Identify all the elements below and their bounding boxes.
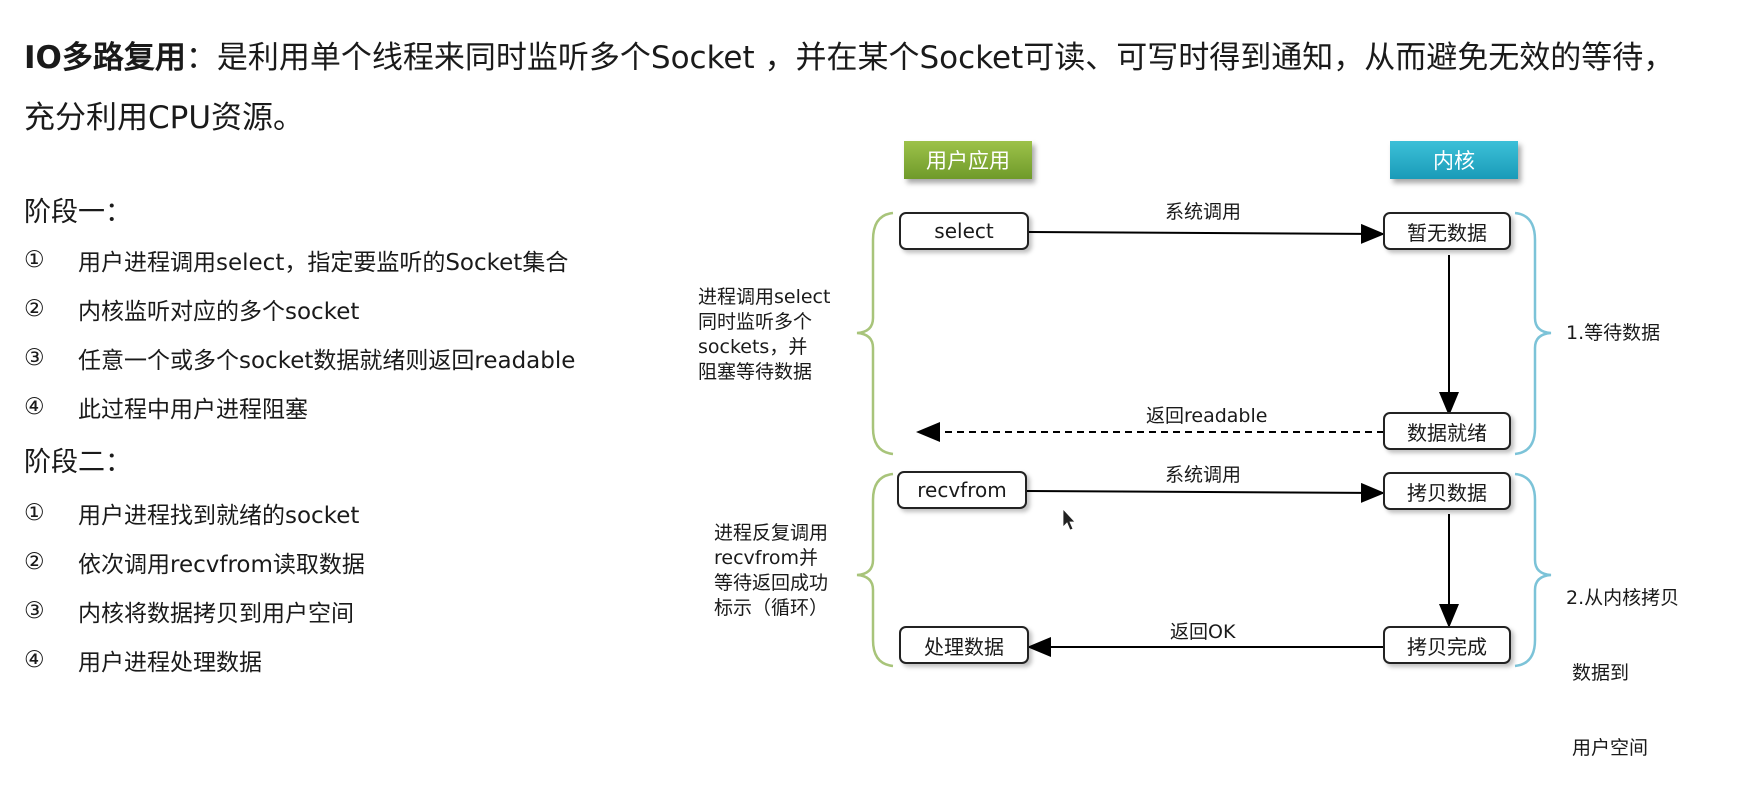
node-no-data: 暂无数据 [1383, 212, 1511, 250]
note-line: 等待返回成功 [714, 572, 829, 594]
right-note-phase1: 1.等待数据 [1566, 321, 1660, 346]
step-text: 此过程中用户进程阻塞 [78, 397, 308, 423]
intro-term: IO多路复用 [24, 40, 186, 76]
stage1-step-3: ③ 任意一个或多个socket数据就绪则返回readable [24, 341, 575, 375]
left-note-phase2: 进程反复调用 recvfrom并 等待返回成功 标示（循环） [714, 521, 828, 621]
note-line: recvfrom并 [714, 547, 818, 569]
node-select: select [899, 212, 1029, 250]
node-data-ready: 数据就绪 [1383, 412, 1511, 450]
stage2-step-2: ② 依次调用recvfrom读取数据 [24, 545, 365, 579]
step-text: 内核监听对应的多个socket [78, 299, 360, 325]
note-line: 1.等待数据 [1566, 322, 1661, 344]
stage2-title: 阶段二： [24, 447, 132, 478]
node-recvfrom: recvfrom [897, 471, 1027, 509]
right-bracket-phase1 [1514, 211, 1552, 456]
stage1-step-2: ② 内核监听对应的多个socket [24, 292, 359, 326]
label-return-ok: 返回OK [1170, 621, 1236, 643]
step-text: 任意一个或多个socket数据就绪则返回readable [78, 348, 576, 374]
step-number: ② [24, 549, 45, 575]
stage1-step-4: ④ 此过程中用户进程阻塞 [24, 390, 308, 424]
arrow-syscall-select [1028, 223, 1385, 244]
stage1-title: 阶段一： [24, 197, 132, 228]
node-copy-data: 拷贝数据 [1383, 472, 1511, 510]
right-note-phase2: 2.从内核拷贝 数据到 用户空间 [1566, 536, 1679, 786]
header-user-app: 用户应用 [904, 141, 1032, 179]
step-number: ③ [24, 598, 45, 624]
mouse-cursor-icon [1062, 507, 1076, 531]
header-kernel: 内核 [1390, 141, 1518, 179]
stage2-step-1: ① 用户进程找到就绪的socket [24, 496, 359, 530]
node-process-data: 处理数据 [899, 626, 1029, 664]
step-number: ③ [24, 345, 45, 371]
note-line: 同时监听多个 [698, 311, 813, 333]
step-text: 用户进程调用select，指定要监听的Socket集合 [78, 250, 569, 276]
step-text: 用户进程处理数据 [78, 650, 262, 676]
step-text: 内核将数据拷贝到用户空间 [78, 601, 354, 627]
note-line: 进程调用select [698, 286, 831, 308]
stage1-step-1: ① 用户进程调用select，指定要监听的Socket集合 [24, 243, 568, 277]
stage2-step-3: ③ 内核将数据拷贝到用户空间 [24, 594, 354, 628]
step-number: ④ [24, 647, 45, 673]
arrow-syscall-recvfrom [1026, 482, 1385, 503]
intro-paragraph: IO多路复用：是利用单个线程来同时监听多个Socket ，并在某个Socket可… [24, 28, 1704, 148]
note-line: 用户空间 [1566, 737, 1649, 759]
node-copy-done: 拷贝完成 [1383, 626, 1511, 664]
label-return-readable: 返回readable [1146, 405, 1268, 427]
left-note-phase1: 进程调用select 同时监听多个 sockets，并 阻塞等待数据 [698, 285, 830, 385]
note-line: 进程反复调用 [714, 522, 829, 544]
note-line: 阻塞等待数据 [698, 361, 813, 383]
right-bracket-phase2 [1514, 472, 1552, 668]
diagram-connectors [856, 211, 1552, 668]
step-number: ④ [24, 394, 45, 420]
note-line: 标示（循环） [714, 597, 829, 619]
step-text: 依次调用recvfrom读取数据 [78, 552, 365, 578]
step-text: 用户进程找到就绪的socket [78, 503, 360, 529]
label-syscall-1: 系统调用 [1165, 201, 1242, 223]
left-bracket-phase1 [856, 211, 894, 456]
stage2-step-4: ④ 用户进程处理数据 [24, 643, 262, 677]
left-bracket-phase2 [856, 472, 894, 668]
step-number: ① [24, 247, 45, 273]
note-line: 数据到 [1566, 662, 1630, 684]
step-number: ② [24, 296, 45, 322]
step-number: ① [24, 500, 45, 526]
intro-text: ：是利用单个线程来同时监听多个Socket ，并在某个Socket可读、可写时得… [24, 40, 1675, 136]
label-syscall-2: 系统调用 [1165, 464, 1242, 486]
note-line: sockets，并 [698, 336, 808, 358]
note-line: 2.从内核拷贝 [1566, 587, 1680, 609]
